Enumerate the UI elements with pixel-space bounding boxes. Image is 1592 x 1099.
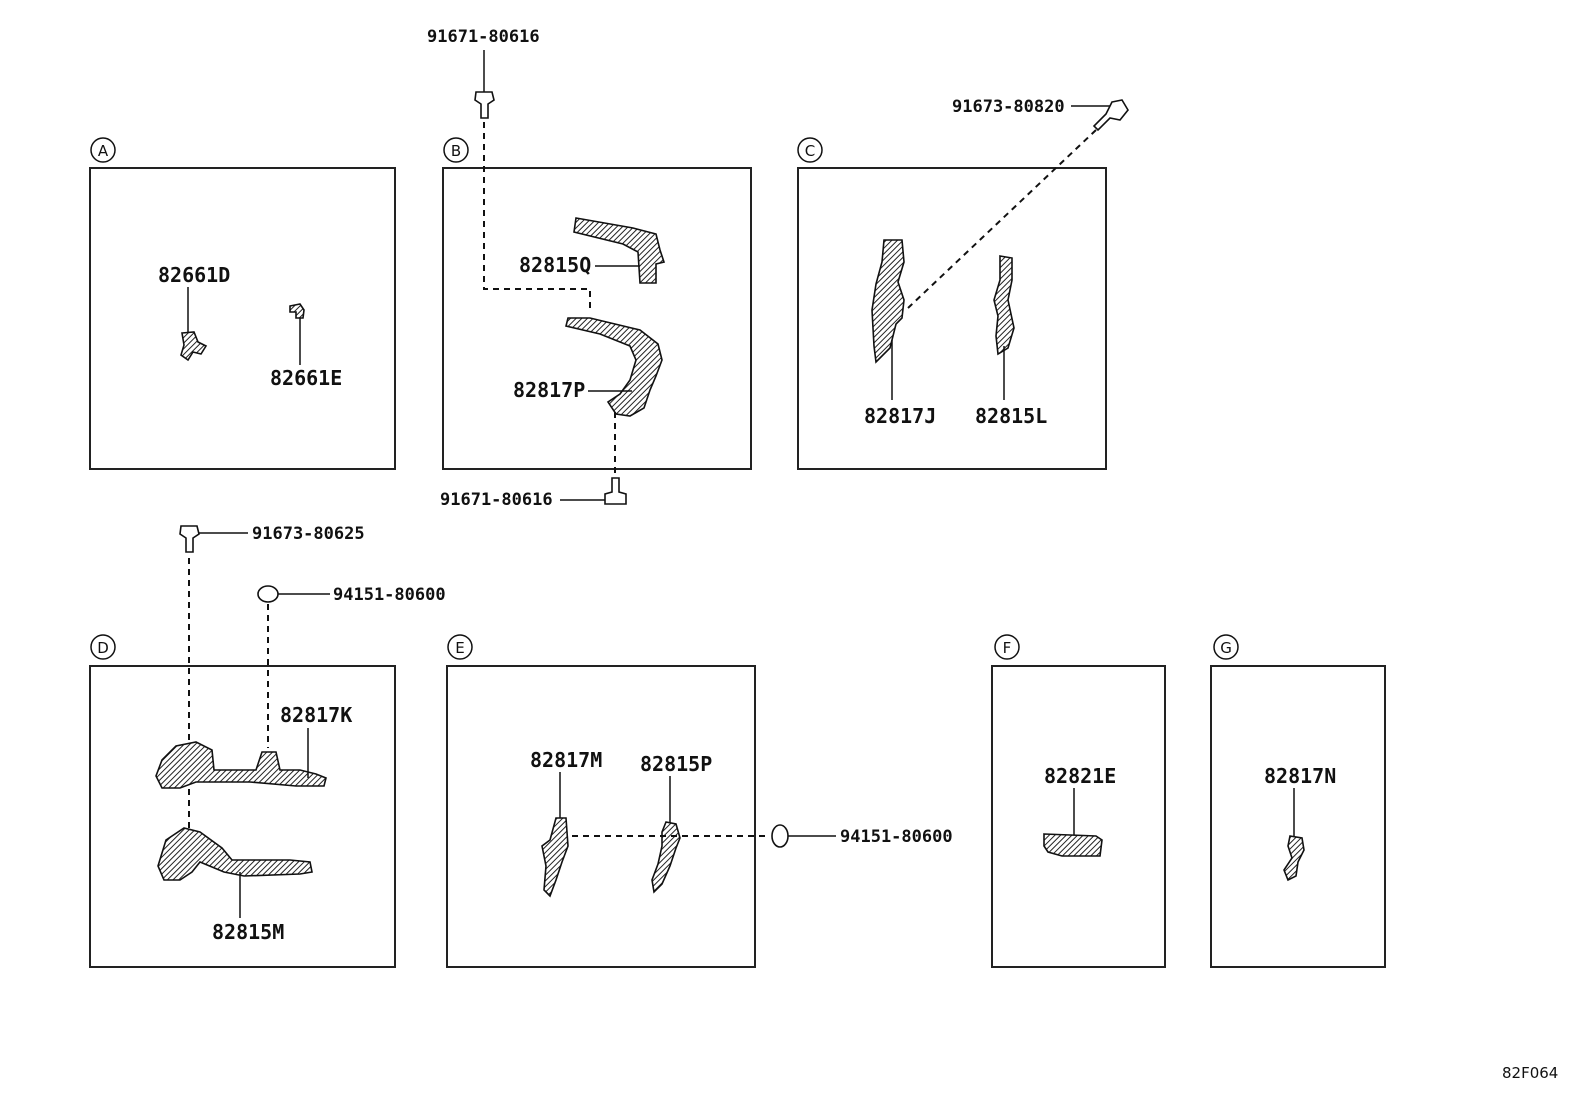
part-label-82817P[interactable]: 82817P [513,378,585,402]
screw-icon-b-top[interactable] [474,91,495,119]
section-b-box [442,167,752,470]
part-label-82821E[interactable]: 82821E [1044,764,1116,788]
fastener-label-91673-80820[interactable]: 91673-80820 [952,97,1065,117]
section-c-letter: C [805,142,815,160]
part-label-82815L[interactable]: 82815L [975,404,1047,428]
part-82817M-icon[interactable] [541,817,569,898]
section-e-box [446,665,756,968]
section-g-letter: G [1220,639,1232,657]
fastener-label-91673-80625[interactable]: 91673-80625 [252,524,365,544]
part-label-82661E[interactable]: 82661E [270,366,342,390]
section-g-marker [1213,634,1239,660]
fastener-label-94151-80600-d[interactable]: 94151-80600 [333,585,446,605]
section-c-box [797,167,1107,470]
part-label-82817J[interactable]: 82817J [864,404,936,428]
section-e: E 82817M 82815P 94151-80600 [446,634,953,968]
part-label-82815P[interactable]: 82815P [640,752,712,776]
part-82815L-icon[interactable] [993,255,1015,356]
section-g-box [1210,665,1386,968]
part-label-82815M[interactable]: 82815M [212,920,284,944]
part-82661E-icon[interactable] [289,303,305,319]
section-a-box [89,167,396,470]
section-c: C 91673-80820 82817J 82815L [797,97,1129,470]
bolt-icon-d[interactable] [179,525,200,553]
section-d-box [89,665,396,968]
part-82815M-icon[interactable] [157,827,313,881]
section-f-marker [994,634,1020,660]
part-label-82817K[interactable]: 82817K [280,703,352,727]
nut-icon-e[interactable] [771,824,789,848]
part-82817J-icon[interactable] [871,239,905,364]
section-a-marker [90,137,116,163]
fastener-label-91671-80616-top[interactable]: 91671-80616 [427,27,540,47]
diagram-code: 82F064 [1502,1064,1558,1082]
part-82815P-icon[interactable] [651,821,681,894]
part-label-82815Q[interactable]: 82815Q [519,253,591,277]
part-82821E-icon[interactable] [1043,833,1103,857]
screw-icon-b-bottom[interactable] [604,477,627,505]
nut-icon-d[interactable] [257,585,279,603]
part-82817K-icon[interactable] [155,741,327,789]
part-82817N-icon[interactable] [1283,835,1305,882]
fastener-label-91671-80616-bottom[interactable]: 91671-80616 [440,490,553,510]
section-d: D 91673-80625 94151-80600 82817K 82815M [89,524,446,968]
part-82817P-icon[interactable] [565,317,663,417]
section-b: B 91671-80616 82815Q 82817P 91671-80616 [427,27,752,510]
section-a: A 82661D 82661E [89,137,396,470]
section-g: G 82817N [1210,634,1386,968]
part-82815Q-icon[interactable] [573,217,666,284]
section-d-marker [90,634,116,660]
section-e-marker [447,634,473,660]
section-b-letter: B [451,142,461,160]
section-c-marker [797,137,823,163]
fastener-label-94151-80600-e[interactable]: 94151-80600 [840,827,953,847]
section-b-marker [443,137,469,163]
bolt-icon-c[interactable] [1092,99,1129,132]
section-a-letter: A [98,142,109,160]
section-f: F 82821E [991,634,1166,968]
part-82661D-icon[interactable] [180,331,208,362]
part-label-82661D[interactable]: 82661D [158,263,230,287]
part-label-82817N[interactable]: 82817N [1264,764,1336,788]
section-f-box [991,665,1166,968]
section-f-letter: F [1003,639,1012,657]
part-label-82817M[interactable]: 82817M [530,748,602,772]
section-d-letter: D [97,639,109,657]
section-e-letter: E [455,639,464,657]
